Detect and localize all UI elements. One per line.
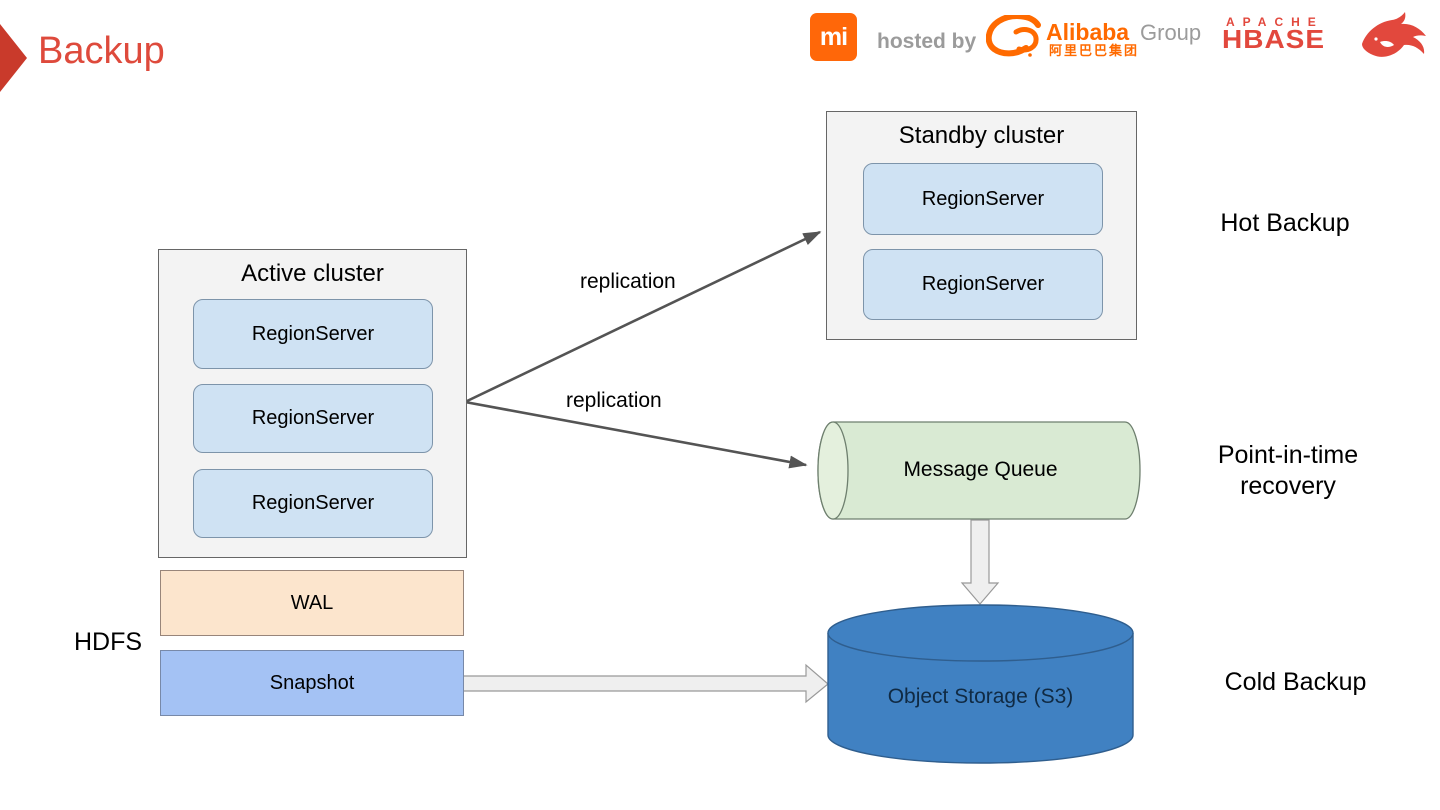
replication-label-top: replication: [580, 270, 676, 293]
arrow-replication-to-standby: [464, 230, 822, 404]
block-arrow-snapshot-to-storage: [462, 663, 829, 704]
alibaba-wordmark: Alibaba: [1046, 19, 1130, 45]
hot-backup-label: Hot Backup: [1220, 209, 1350, 237]
regionserver-box: RegionServer: [193, 469, 433, 538]
hdfs-label: HDFS: [74, 628, 143, 656]
regionserver-box: RegionServer: [863, 163, 1103, 235]
snapshot-box: Snapshot: [160, 650, 464, 716]
arrow-replication-to-queue: [464, 400, 808, 469]
standby-cluster-box: Standby cluster RegionServer RegionServe…: [826, 111, 1137, 340]
point-in-time-recovery-label: Point-in-time recovery: [1217, 441, 1359, 500]
page-title: Backup: [38, 30, 165, 72]
alibaba-logo-icon: [985, 13, 1044, 64]
alibaba-group-label: Group: [1140, 20, 1202, 45]
active-cluster-box: Active cluster RegionServer RegionServer…: [158, 249, 467, 558]
apache-wordmark: APACHE: [1226, 15, 1324, 29]
object-storage-label: Object Storage (S3): [887, 685, 1074, 708]
regionserver-box: RegionServer: [193, 384, 433, 453]
standby-cluster-title: Standby cluster: [898, 122, 1065, 149]
regionserver-box: RegionServer: [193, 299, 433, 369]
replication-label-bottom: replication: [566, 389, 662, 412]
hbase-orca-icon: [1356, 12, 1430, 67]
cold-backup-label: Cold Backup: [1224, 668, 1367, 696]
hbase-wordmark: HBASE: [1222, 25, 1326, 54]
regionserver-box: RegionServer: [863, 249, 1103, 320]
alibaba-chinese-label: 阿里巴巴集团: [1049, 43, 1140, 58]
wal-box: WAL: [160, 570, 464, 636]
hosted-by-label: hosted by: [877, 30, 977, 53]
block-arrow-queue-to-storage: [960, 519, 1000, 605]
xiaomi-logo-text: mi: [819, 22, 848, 51]
message-queue-label: Message Queue: [903, 458, 1058, 481]
xiaomi-logo: mi: [810, 13, 857, 61]
active-cluster-title: Active cluster: [241, 260, 384, 287]
message-queue-cylinder: [817, 421, 1141, 520]
object-storage-cylinder: [827, 604, 1134, 764]
